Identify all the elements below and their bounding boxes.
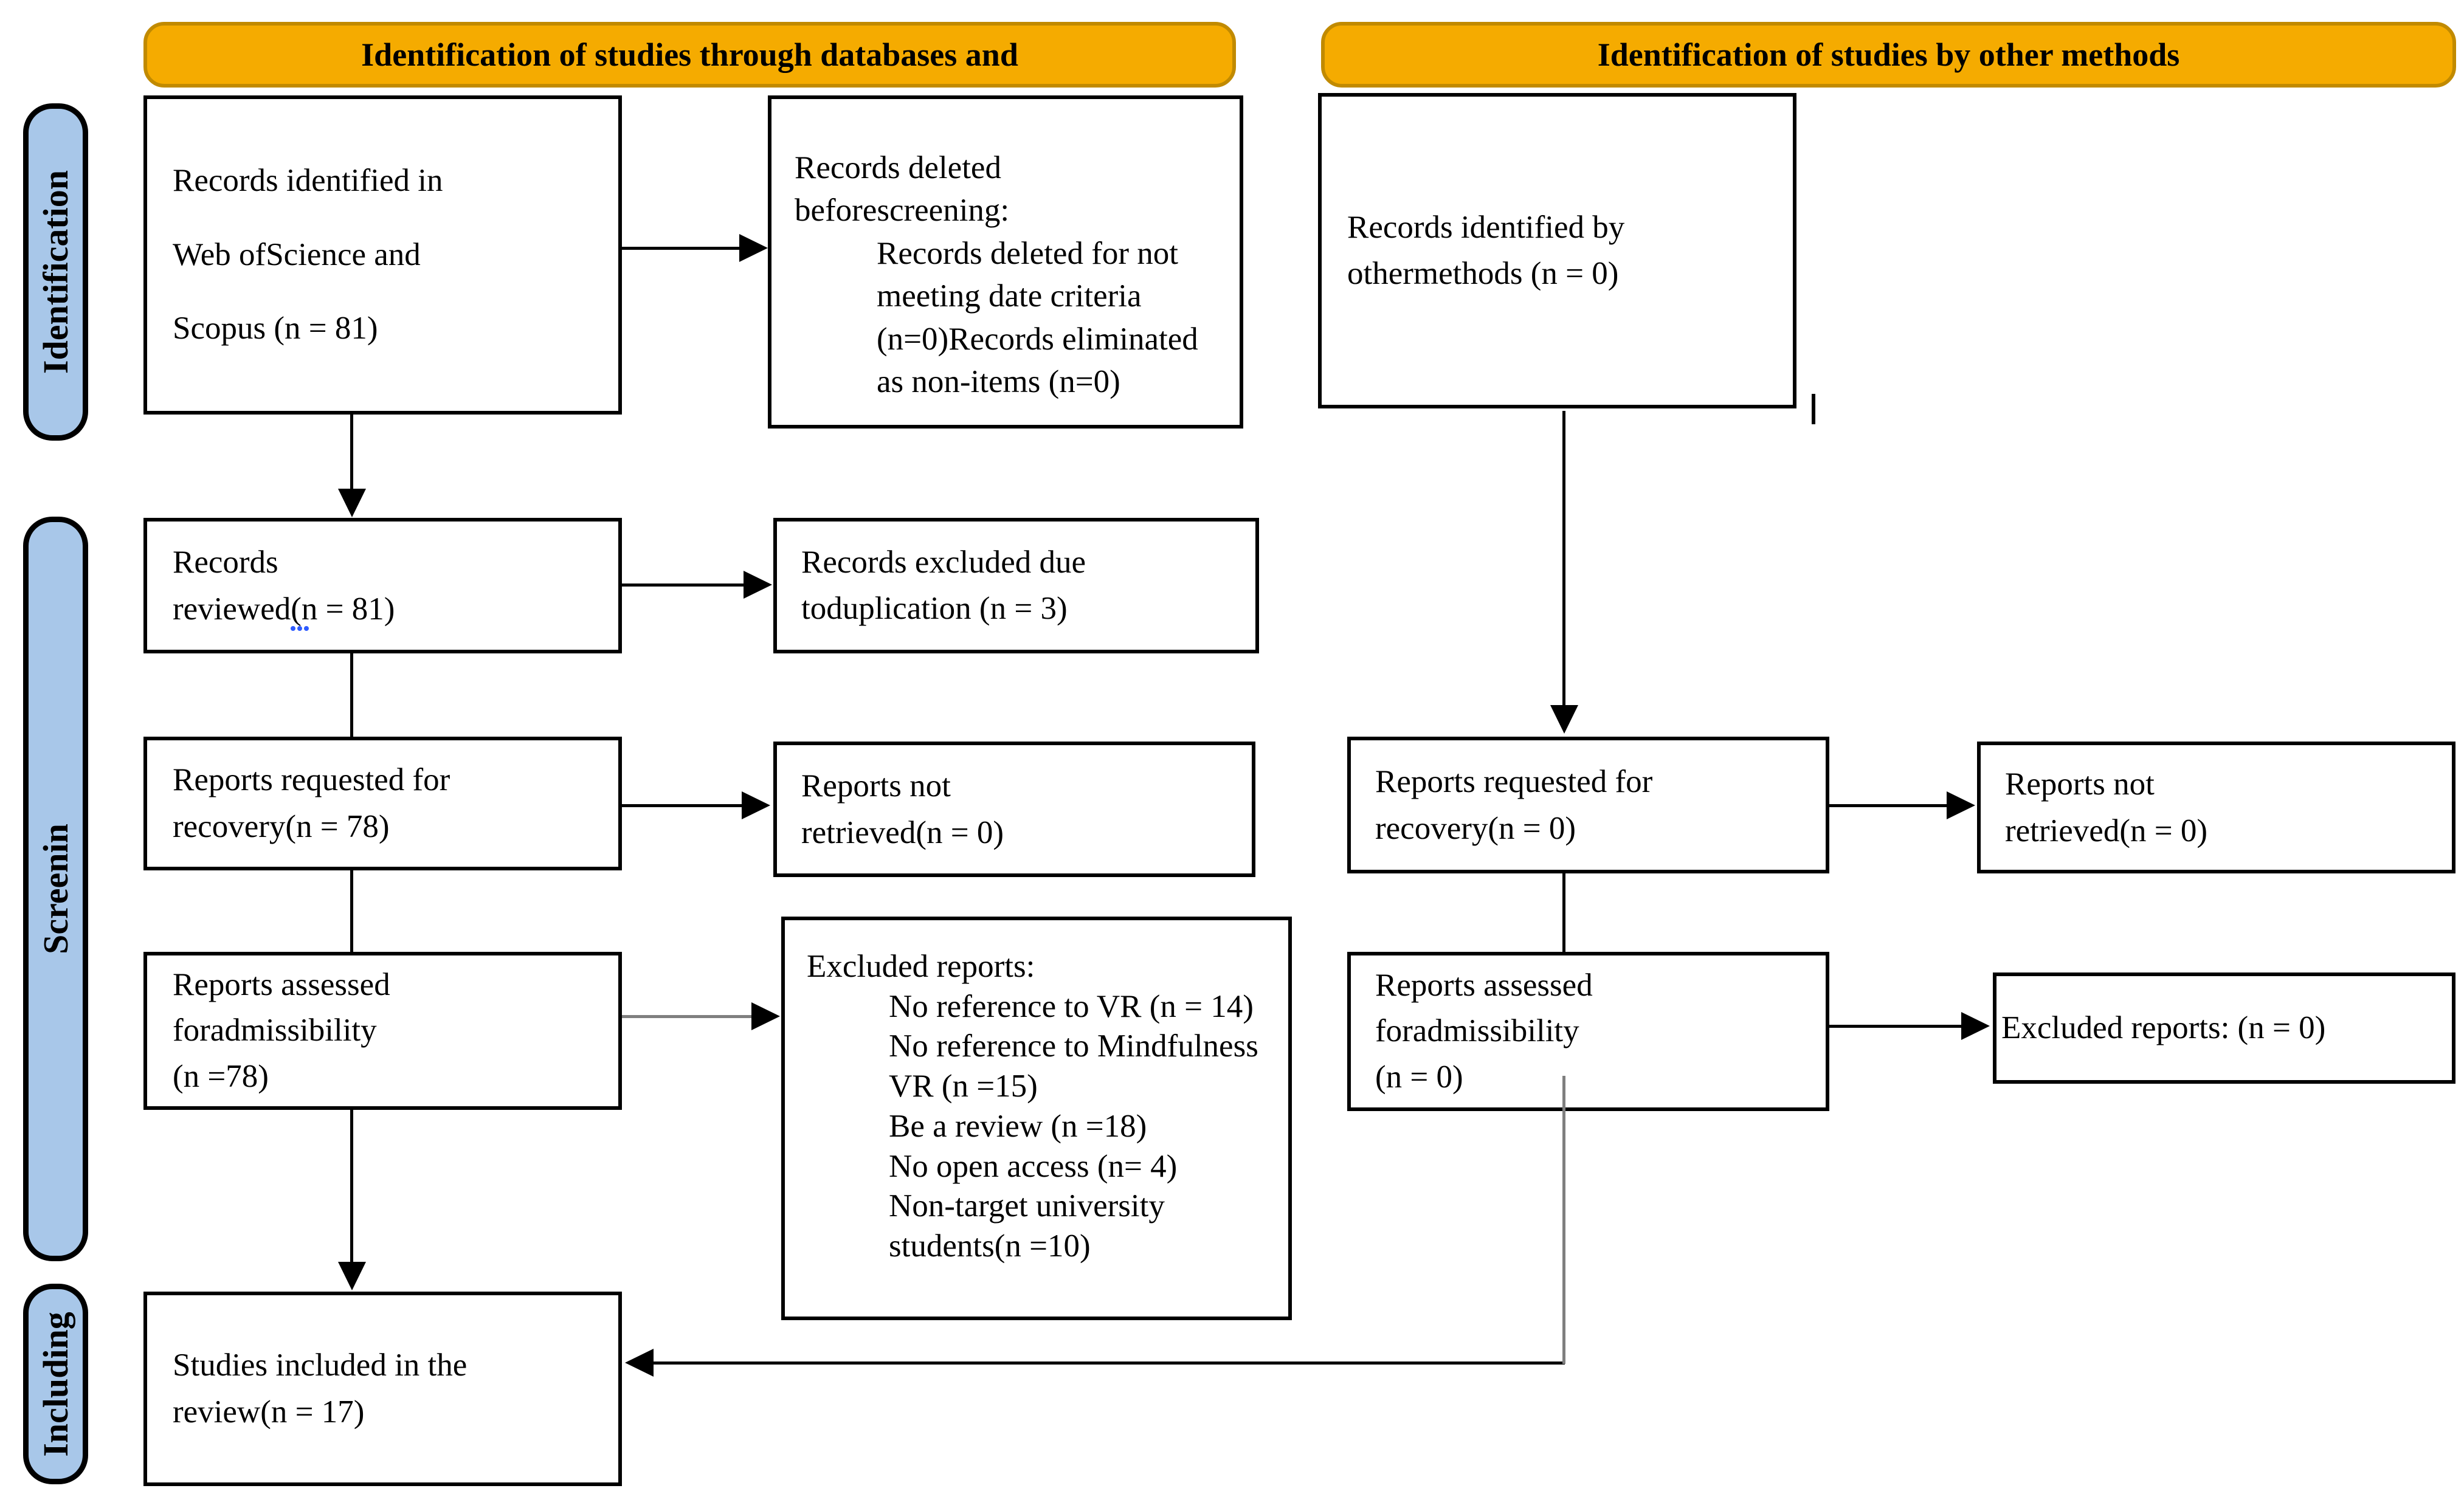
box-records-deleted-detail: Records deleted for not — [877, 235, 1178, 271]
stage-label-identification: Identification — [23, 103, 88, 441]
box-reports-not-retrieved-other-line: Reports not — [2005, 766, 2155, 802]
box-excluded-reports-item: No reference to Mindfulness — [889, 1028, 1258, 1064]
box-excluded-reports-other: Excluded reports: (n = 0) — [1993, 972, 2455, 1084]
box-records-identified: Records identified in Web ofScience and … — [143, 95, 622, 415]
arrow-identifiedother-to-requestedother-head — [1550, 705, 1578, 734]
connector-reviewed-to-requested — [350, 653, 353, 737]
box-reports-requested-other: Reports requested for recovery(n = 0) — [1347, 737, 1829, 873]
box-records-deleted-detail: (n=0)Records eliminated — [877, 321, 1198, 357]
arrow-assessed-to-excludedreports-line — [622, 1015, 753, 1018]
connector-requested-to-assessed — [350, 870, 353, 952]
stage-label-including-text: Including — [36, 1311, 76, 1457]
arrow-identified-to-deleted-line — [622, 247, 741, 250]
box-records-excluded-line: toduplication (n = 3) — [801, 590, 1068, 626]
box-reports-requested-line: Reports requested for — [173, 762, 450, 798]
box-reports-assessed: Reports assessed foradmissibility (n =78… — [143, 952, 622, 1110]
box-records-excluded-line: Records excluded due — [801, 545, 1086, 580]
box-excluded-reports-item: No open access (n= 4) — [889, 1148, 1178, 1184]
arrow-requestedother-to-notretrievedother-head — [1947, 791, 1975, 819]
box-reports-assessed-other-line: Reports assessed — [1375, 968, 1593, 1003]
box-records-identified-other: Records identified by othermethods (n = … — [1318, 93, 1796, 408]
arrow-identified-to-deleted-head — [739, 234, 768, 262]
box-records-reviewed-line: Records — [173, 544, 278, 580]
arrow-identified-to-reviewed-head — [338, 489, 366, 517]
arrow-identified-to-reviewed-line — [350, 415, 353, 490]
box-records-identified-line: Scopus (n = 81) — [173, 311, 378, 346]
box-reports-assessed-other-line: (n = 0) — [1375, 1059, 1463, 1095]
box-reports-not-retrieved-line: retrieved(n = 0) — [801, 814, 1004, 850]
box-reports-requested-line: recovery(n = 78) — [173, 809, 390, 844]
stage-label-screening: Screenin — [23, 517, 88, 1261]
arrow-assessed-to-included-line — [350, 1110, 353, 1263]
box-records-deleted-detail: meeting date criteria — [877, 278, 1142, 314]
box-excluded-reports: Excluded reports: No reference to VR (n … — [781, 917, 1292, 1320]
arrow-assessed-to-excludedreports-head — [751, 1002, 780, 1030]
box-studies-included: Studies included in the review(n = 17) — [143, 1292, 622, 1486]
box-records-identified-line: Records identified in — [173, 162, 443, 198]
box-excluded-reports-item: Be a review (n =18) — [889, 1108, 1147, 1144]
box-excluded-reports-item: No reference to VR (n = 14) — [889, 988, 1254, 1024]
header-other-methods: Identification of studies by other metho… — [1321, 22, 2456, 88]
elbow-assessedother-to-included-head — [625, 1349, 654, 1377]
stray-tick-mark — [1812, 394, 1815, 424]
arrow-requestedother-to-notretrievedother-line — [1829, 804, 1948, 807]
box-records-reviewed-line: reviewed(n = 81) — [173, 591, 395, 627]
box-reports-not-retrieved: Reports not retrieved(n = 0) — [773, 742, 1255, 877]
header-databases-label: Identification of studies through databa… — [361, 36, 1018, 73]
stage-label-identification-text: Identification — [36, 170, 75, 374]
box-reports-not-retrieved-line: Reports not — [801, 768, 951, 804]
box-reports-requested-other-line: Reports requested for — [1375, 763, 1653, 799]
arrow-reviewed-to-excluded-head — [744, 571, 772, 599]
box-reports-assessed-other-line: foradmissibility — [1375, 1013, 1579, 1049]
arrow-identifiedother-to-requestedother-line — [1562, 411, 1565, 706]
box-excluded-reports-other-line: Excluded reports: (n = 0) — [2001, 1010, 2326, 1046]
arrow-requested-to-notretrieved-line — [622, 804, 744, 807]
arrow-assessedother-to-excludedother-line — [1829, 1025, 1963, 1028]
header-databases: Identification of studies through databa… — [143, 22, 1236, 88]
arrow-requested-to-notretrieved-head — [742, 791, 770, 819]
box-records-reviewed: Records reviewed(n = 81) — [143, 518, 622, 653]
stage-label-screening-text: Screenin — [36, 824, 75, 954]
box-records-deleted: Records deleted beforescreening: Records… — [768, 95, 1243, 429]
box-excluded-reports-item: students(n =10) — [889, 1228, 1091, 1264]
arrow-reviewed-to-excluded-line — [622, 583, 745, 587]
box-records-deleted-line: Records deleted — [795, 150, 1001, 185]
elbow-assessedother-to-included-horizontal — [651, 1361, 1565, 1365]
box-records-identified-other-line: Records identified by — [1347, 210, 1625, 246]
box-reports-assessed-line: Reports assessed — [173, 967, 390, 1003]
box-records-excluded: Records excluded due toduplication (n = … — [773, 518, 1259, 653]
arrow-assessed-to-included-head — [338, 1262, 366, 1290]
box-records-deleted-line: beforescreening: — [795, 193, 1010, 229]
box-reports-not-retrieved-other-line: retrieved(n = 0) — [2005, 813, 2208, 849]
box-reports-not-retrieved-other: Reports not retrieved(n = 0) — [1977, 742, 2455, 873]
box-reports-assessed-other: Reports assessed foradmissibility (n = 0… — [1347, 952, 1829, 1111]
box-studies-included-line: Studies included in the — [173, 1348, 468, 1383]
box-reports-assessed-line: (n =78) — [173, 1058, 269, 1094]
stage-label-including: Including — [23, 1284, 88, 1484]
box-reports-requested: Reports requested for recovery(n = 78) — [143, 737, 622, 870]
box-reports-assessed-line: foradmissibility — [173, 1013, 377, 1048]
spellcheck-squiggle — [291, 625, 309, 631]
connector-requestedother-to-assessedother — [1562, 873, 1565, 952]
box-studies-included-line: review(n = 17) — [173, 1394, 365, 1430]
box-excluded-reports-heading: Excluded reports: — [807, 949, 1035, 984]
box-records-identified-other-line: othermethods (n = 0) — [1347, 255, 1619, 291]
header-other-methods-label: Identification of studies by other metho… — [1597, 36, 2180, 73]
box-reports-requested-other-line: recovery(n = 0) — [1375, 810, 1576, 846]
elbow-assessedother-to-included-vertical — [1562, 1076, 1565, 1364]
box-excluded-reports-item: VR (n =15) — [889, 1069, 1038, 1104]
box-records-identified-line: Web ofScience and — [173, 236, 421, 272]
arrow-assessedother-to-excludedother-head — [1961, 1012, 1990, 1040]
box-records-deleted-detail: as non-items (n=0) — [877, 364, 1120, 400]
box-excluded-reports-item: Non-target university — [889, 1188, 1165, 1224]
